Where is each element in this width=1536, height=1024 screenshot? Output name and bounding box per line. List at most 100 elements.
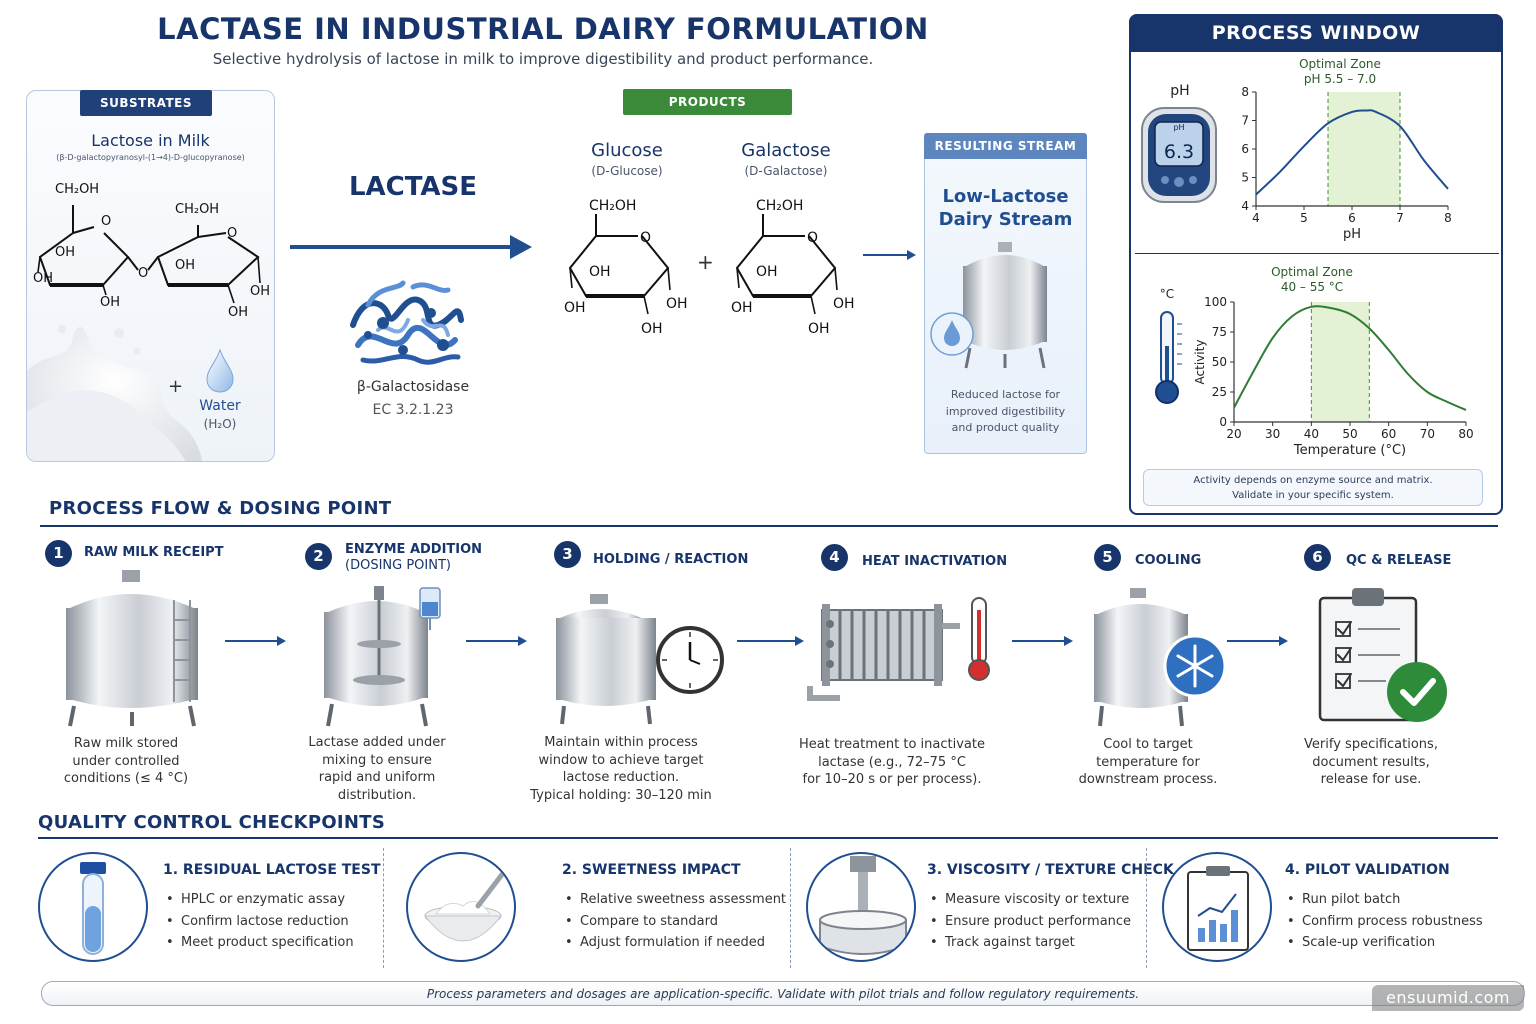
step-2-desc-line: distribution. <box>337 787 417 803</box>
lactose-ring-o-bridge: O <box>138 266 148 281</box>
step-2-title: ENZYME ADDITION (DOSING POINT) <box>345 542 482 574</box>
galactose-oh-4: OH <box>808 321 830 337</box>
temp-chart-x-tick-label: 70 <box>1420 427 1435 441</box>
step-4-number: 4 <box>821 544 848 571</box>
flow-arrow-4-icon <box>1012 636 1073 646</box>
lactose-iupac-name: (β-D-galactopyranosyl-(1→4)-D-glucopyran… <box>56 153 245 162</box>
page-subtitle: Selective hydrolysis of lactose in milk … <box>212 50 874 68</box>
step-1-desc-line: conditions (≤ 4 °C) <box>63 771 189 786</box>
step-6-desc-line: Verify specifications, <box>1304 737 1438 752</box>
ph-chart-x-tick-label: 6 <box>1348 211 1356 225</box>
lactose-ring-o-left: O <box>101 214 111 229</box>
qc-2-bullets: Relative sweetness assessment Compare to… <box>565 889 786 954</box>
enzyme-protein-icon <box>350 280 464 365</box>
temp-chart-y-axis-label: Activity <box>1193 340 1207 385</box>
temp-optimal-zone-label: Optimal Zone 40 – 55 °C <box>1242 265 1382 295</box>
process-flow-rule <box>40 525 1498 527</box>
flow-arrow-1-icon <box>225 636 286 646</box>
step-5-desc-line: Cool to target <box>1103 737 1193 752</box>
galactose-oh-1: OH <box>756 264 778 280</box>
substrates-card <box>26 90 275 462</box>
step-3-desc-line: Typical holding: 30–120 min <box>530 787 712 803</box>
galactose-label: Galactose <box>741 140 831 161</box>
qc-separator <box>383 848 384 968</box>
qc-2-image <box>406 852 516 962</box>
step-3-title: HOLDING / REACTION <box>593 552 749 567</box>
qc-heading: QUALITY CONTROL CHECKPOINTS <box>38 812 386 833</box>
ph-chart-x-axis-label: pH <box>1343 227 1361 242</box>
milk-splash-icon <box>27 325 202 461</box>
lactose-title: Lactose in Milk <box>91 131 210 150</box>
ph-chart-y-tick-label: 6 <box>1241 142 1249 156</box>
qc-1-image <box>38 852 148 962</box>
step-3-desc-line: Maintain within process <box>544 735 698 750</box>
qc-4-bullet: Run pilot batch <box>1287 889 1483 911</box>
qc-4-bullets: Run pilot batch Confirm process robustne… <box>1287 889 1483 954</box>
ph-zone-range: pH 5.5 – 7.0 <box>1303 72 1377 86</box>
step-6-description: Verify specifications, document results,… <box>1296 736 1446 789</box>
step-4-desc-line: lactase (e.g., 72–75 °C <box>818 754 966 770</box>
qc-1-bullet: Meet product specification <box>166 932 354 954</box>
step-5-description: Cool to target temperature for downstrea… <box>1070 736 1226 789</box>
pw-note-line1: Activity depends on enzyme source and ma… <box>1193 475 1433 486</box>
qc-1-bullet: HPLC or enzymatic assay <box>166 889 354 911</box>
lactose-oh-1: OH <box>55 245 75 260</box>
lactose-oh-6: OH <box>228 305 248 320</box>
glucose-ch2oh: CH₂OH <box>589 198 636 214</box>
enzyme-dosing-tank-icon <box>324 586 441 727</box>
enzyme-ec-number: EC 3.2.1.23 <box>372 402 454 418</box>
qc-3-bullets: Measure viscosity or texture Ensure prod… <box>930 889 1131 954</box>
footer-disclaimer: Process parameters and dosages are appli… <box>41 981 1525 1006</box>
enzyme-name: β-Galactosidase <box>356 379 470 395</box>
step-2-number: 2 <box>305 543 332 570</box>
viscometer-icon <box>819 856 907 955</box>
process-window-panel <box>1129 14 1503 515</box>
heat-exchanger-icon <box>807 597 990 701</box>
temp-chart-y-tick-label: 25 <box>1212 385 1227 399</box>
ph-meter-heading: pH <box>1170 83 1190 99</box>
pw-note-line2: Validate in your specific system. <box>1232 490 1394 501</box>
step-3-number: 3 <box>554 541 581 568</box>
cooling-tank-icon <box>1094 588 1227 727</box>
flow-arrow-5-icon <box>1227 636 1288 646</box>
step-5-number: 5 <box>1094 544 1121 571</box>
step-1-number: 1 <box>45 540 72 567</box>
flow-arrow-2-icon <box>466 636 527 646</box>
glucose-oh-4: OH <box>641 321 663 337</box>
step-1-description: Raw milk stored under controlled conditi… <box>46 735 206 788</box>
arrow-to-stream-icon <box>863 250 916 260</box>
step-6-title: QC & RELEASE <box>1346 553 1452 568</box>
lactose-structure-diagram: CH₂OH CH₂OH O O O OH OH OH OH OH OH <box>33 182 270 320</box>
temp-zone-title: Optimal Zone <box>1271 265 1353 279</box>
lactose-ch2oh-left: CH₂OH <box>55 182 99 197</box>
ph-zone-title: Optimal Zone <box>1299 57 1381 71</box>
ph-meter-icon: pH 6.3 <box>1141 107 1217 203</box>
qc-clipboard-icon <box>1318 588 1447 722</box>
galactose-structure-diagram: CH₂OH O OH OH OH OH <box>731 198 855 337</box>
temp-chart-x-tick-label: 40 <box>1304 427 1319 441</box>
raw-milk-tank-icon <box>66 570 198 727</box>
temp-chart-x-tick-label: 80 <box>1458 427 1473 441</box>
step-2-desc-line: mixing to ensure <box>322 752 432 768</box>
qc-4-image <box>1162 852 1272 962</box>
qc-2-title: 2. SWEETNESS IMPACT <box>562 862 741 878</box>
flow-arrow-3-icon <box>737 636 804 646</box>
resulting-stream-title: Low-Lactose Dairy Stream <box>924 185 1087 231</box>
step-4-description: Heat treatment to inactivate lactase (e.… <box>796 736 988 789</box>
water-drop-icon <box>206 348 234 393</box>
step-3-description: Maintain within process window to achiev… <box>530 734 712 804</box>
glucose-label: Glucose <box>591 140 663 161</box>
qc-4-bullet: Scale-up verification <box>1287 932 1483 954</box>
ph-chart-x-tick-label: 7 <box>1396 211 1404 225</box>
step-5-desc-line: temperature for <box>1096 754 1200 770</box>
test-tube-icon <box>80 862 106 955</box>
temp-chart-y-tick-label: 75 <box>1212 325 1227 339</box>
qc-4-title: 4. PILOT VALIDATION <box>1285 862 1450 878</box>
ph-chart-optimal-zone-band <box>1328 92 1400 206</box>
qc-2-bullet: Compare to standard <box>565 911 786 933</box>
glucose-structure-diagram: CH₂OH O OH OH OH OH <box>564 198 688 337</box>
glucose-oh-1: OH <box>589 264 611 280</box>
thermometer-icon <box>1155 311 1182 404</box>
process-window-note: Activity depends on enzyme source and ma… <box>1143 469 1483 506</box>
